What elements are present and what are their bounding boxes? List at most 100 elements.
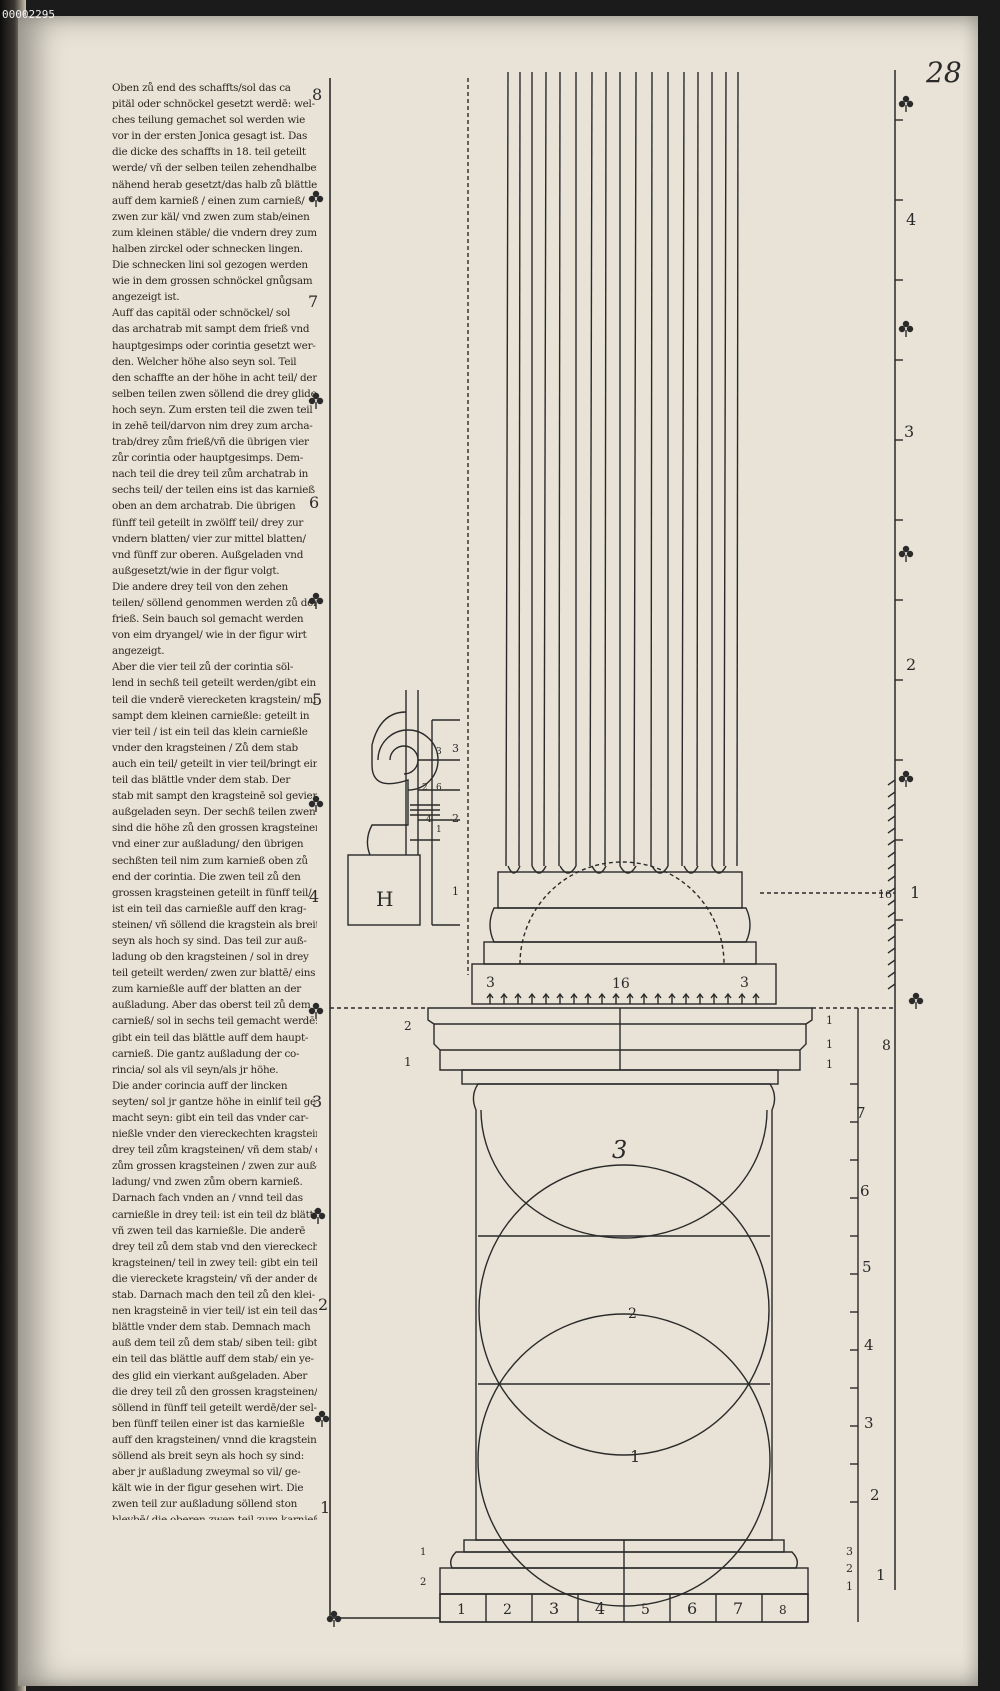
text-line: rincia/ sol als vil seyn/als jr höhe.	[112, 1063, 279, 1076]
text-line: vndern blatten/ vier zur mittel blatten/	[112, 532, 306, 545]
margin-number: 2	[318, 1295, 328, 1314]
text-line: grossen kragsteinen geteilt in fünff tei…	[112, 886, 312, 899]
torus-label: 3	[486, 975, 495, 991]
folio-number: 28	[926, 56, 962, 89]
text-line: Die andere drey teil von den zehen	[112, 580, 288, 593]
torus-arrow	[696, 992, 704, 1004]
pedestal-circle-label: 1	[630, 1447, 640, 1466]
base-scale-label: 5	[641, 1602, 650, 1618]
scale-tooth	[887, 827, 896, 834]
text-line: hoch seyn. Zum ersten teil die zwen teil	[112, 403, 313, 416]
text-line: die viereckete kragstein/ vñ der ander d…	[112, 1272, 317, 1285]
scale-tooth	[887, 971, 896, 978]
text-line: zwen teil zur außladung söllend ston	[112, 1498, 298, 1511]
scale-tooth	[887, 947, 896, 954]
text-line: oben an dem archatrab. Die übrigen	[112, 500, 296, 513]
text-line: Auff das capitäl oder schnöckel/ sol	[112, 307, 291, 320]
torus-arrow	[528, 992, 536, 1004]
trefoil-ornaments	[308, 95, 924, 1627]
margin-number: 3	[312, 1092, 322, 1111]
torus-side-mark: 16	[878, 888, 892, 901]
torus-label: 16	[612, 976, 630, 992]
flute-line	[696, 71, 699, 867]
margin-number: 4	[309, 887, 319, 906]
torus-arrow	[486, 992, 494, 1004]
torus-arrow	[570, 992, 578, 1004]
margin-number: 5	[312, 690, 322, 709]
flute-line	[650, 71, 653, 867]
text-line: von eim dryangel/ wie in der figur wirt	[112, 629, 307, 642]
scale-tooth	[887, 839, 896, 846]
shaft-scale: 1	[910, 883, 920, 902]
capital-left-mark: 1	[404, 1055, 412, 1069]
text-line: sechßten teil nim zum karnieß oben zů	[112, 854, 308, 867]
detail-mark: 6	[436, 783, 442, 793]
flute-end	[619, 865, 637, 874]
trefoil-ornament	[898, 320, 914, 337]
text-line: zum karnießle auff der blatten an der	[112, 983, 301, 996]
text-line: ladung ob den kragsteinen / sol in drey	[112, 951, 309, 964]
detail-mark: 1	[436, 825, 442, 835]
text-line: carnieß. Die gantz außladung der co-	[112, 1047, 300, 1060]
text-line: außgesetzt/wie in der figur volgt.	[112, 564, 280, 577]
text-line: seyten/ sol jr gantze höhe in einlif tei…	[112, 1095, 317, 1108]
text-line: Oben zů end des schaffts/sol das ca	[112, 82, 291, 94]
text-line: außladung. Aber das oberst teil zů dem	[112, 999, 311, 1012]
pedestal-scale: 2	[870, 1486, 880, 1504]
pedestal-scale: 1	[876, 1566, 886, 1584]
lower-scale-ticks	[850, 1008, 859, 1622]
text-line: kragsteinen/ teil in zwey teil: gibt ein…	[112, 1256, 317, 1269]
margin-number: 6	[309, 493, 319, 512]
text-line: end der corintia. Die zwen teil zů den	[112, 870, 301, 883]
capital-block	[330, 1007, 895, 1085]
torus-arrow	[612, 992, 620, 1004]
flute-end	[651, 865, 669, 874]
text-line: lend in sechß teil geteilt werden/gibt e…	[112, 677, 316, 690]
text-line: angezeigt ist.	[112, 291, 180, 304]
detail-scale: 3	[452, 742, 459, 755]
text-line: Die schnecken lini sol gezogen werden	[112, 259, 308, 272]
text-line: den. Welcher höhe also seyn sol. Teil	[112, 355, 297, 368]
scale-tooth	[887, 779, 896, 786]
capital-right-mark: 1	[826, 1058, 833, 1071]
text-line: trab/drey zům frieß/vñ die übrigen vier	[112, 436, 309, 449]
scale-tooth	[887, 887, 896, 894]
torus-arrow	[738, 992, 746, 1004]
base-scale-label: 6	[687, 1599, 697, 1618]
torus-arrow	[654, 992, 662, 1004]
text-line: wie in dem grossen schnöckel gnůgsam	[112, 275, 313, 288]
text-line: söllend als breit seyn als hoch sy sind:	[112, 1449, 305, 1462]
flute-end	[559, 865, 577, 874]
scale-tooth	[887, 851, 896, 858]
text-line: carnießle in drey teil: ist ein teil dz …	[112, 1208, 317, 1221]
margin-number: 8	[312, 85, 322, 104]
pedestal-circle-label: 3	[612, 1136, 627, 1164]
torus-label: 3	[740, 975, 749, 991]
text-line: vor in der ersten Jonica gesagt ist. Das	[112, 130, 308, 143]
pedestal-scale: 3	[864, 1414, 874, 1432]
torus-arrow	[724, 992, 732, 1004]
text-line: kält wie in der figur gesehen wirt. Die	[112, 1482, 304, 1495]
book-page: 28	[18, 16, 978, 1686]
text-line: teil das blättle vnder dem stab. Der	[112, 774, 291, 787]
trefoil-ornament	[308, 1002, 324, 1019]
scale-tooth	[887, 923, 896, 930]
scale-ticks	[887, 119, 903, 990]
text-line: des glid ein vierkant außgeladen. Aber	[112, 1369, 308, 1382]
text-line: macht seyn: gibt ein teil das vnder car-	[112, 1112, 309, 1124]
text-line: stab mit sampt den kragsteinē sol gevier…	[112, 790, 317, 803]
column-shaft	[505, 71, 739, 874]
text-line: ladung/ vnd zwen zům obern karnieß.	[112, 1176, 303, 1189]
text-line: aber jr außladung zweymal so vil/ ge-	[112, 1466, 301, 1479]
torus-arrow	[500, 992, 508, 1004]
flute-line	[589, 71, 593, 867]
shaft-scale: 4	[906, 210, 916, 229]
scale-tooth	[887, 935, 896, 942]
text-line: zwen zur käl/ vnd zwen zum stab/einen	[112, 210, 310, 223]
text-line: stab. Darnach mach den teil zů den klei-	[112, 1289, 315, 1302]
flute-line	[736, 71, 739, 867]
text-line: vñ zwen teil das karnießle. Die anderē	[112, 1224, 306, 1237]
text-line: pitäl oder schnöckel gesetzt werdē: wel-	[112, 98, 315, 111]
text-line: teil geteilt werden/ zwen zur blattē/ ei…	[112, 967, 316, 980]
